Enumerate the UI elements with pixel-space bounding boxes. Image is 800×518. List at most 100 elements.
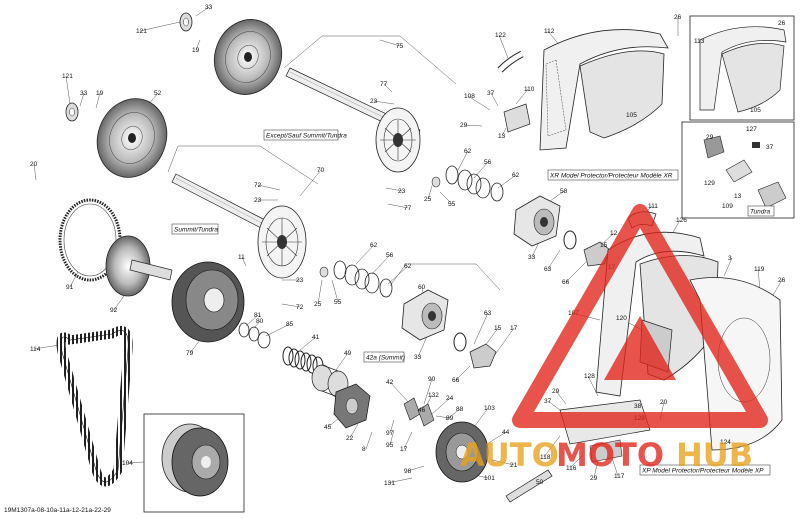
levers-42	[403, 397, 435, 427]
part-label-26: 26	[674, 14, 682, 21]
watermark-moto: MOTO	[556, 436, 664, 474]
captions: Except/Sauf Summit/Tundra Summit/Tundra …	[171, 129, 775, 476]
part-label-55: 55	[334, 299, 342, 306]
part-label-63: 63	[484, 310, 492, 317]
part-label-103: 103	[484, 405, 495, 412]
leader-line	[379, 39, 401, 47]
driven-sheave-upper	[213, 19, 283, 95]
leader-line	[387, 203, 409, 209]
part-label-20: 20	[660, 399, 668, 406]
leader-line	[335, 352, 349, 371]
part-label-15: 15	[600, 242, 608, 249]
part-label-37: 37	[487, 90, 495, 97]
leader-line	[241, 256, 247, 267]
part-label-121: 121	[136, 28, 147, 35]
leader-line	[385, 187, 403, 192]
leader-line	[501, 127, 507, 137]
leader-line	[467, 95, 491, 111]
leader-line	[483, 431, 507, 447]
part-label-17: 17	[400, 446, 408, 453]
leader-line	[403, 431, 413, 450]
part-label-3: 3	[728, 255, 732, 262]
leader-line	[195, 39, 201, 51]
leader-line	[389, 381, 411, 405]
part-label-62: 62	[464, 148, 472, 155]
leader-line	[299, 336, 317, 351]
part-label-79: 79	[186, 350, 194, 357]
leader-line	[587, 375, 599, 397]
driven-hub-lower	[257, 205, 307, 279]
leader-line	[473, 312, 489, 345]
leader-line	[383, 83, 393, 93]
cam-60	[401, 289, 449, 341]
part-label-119: 119	[754, 266, 765, 273]
part-label-97: 97	[386, 430, 394, 437]
part-label-50: 50	[536, 479, 544, 486]
part-label-33: 33	[80, 90, 88, 97]
leader-line	[671, 219, 681, 235]
part-label-38: 38	[634, 403, 642, 410]
leader-line	[265, 323, 291, 337]
part-label-105: 105	[626, 112, 637, 119]
moveable-sheave-101	[435, 421, 489, 483]
watermark-hub: HUB	[676, 436, 753, 474]
part-label-29: 29	[552, 388, 560, 395]
part-label-17: 17	[510, 325, 518, 332]
leader-line	[565, 261, 587, 283]
leader-line	[125, 461, 145, 464]
leader-line	[435, 415, 451, 419]
part-label-75: 75	[396, 43, 404, 50]
part-label-23: 23	[254, 197, 262, 204]
leader-line	[491, 459, 515, 466]
part-label-60: 60	[418, 284, 426, 291]
bearing-121	[65, 12, 193, 122]
part-label-25: 25	[314, 301, 322, 308]
part-label-113: 113	[694, 38, 705, 45]
part-label-13: 13	[498, 133, 506, 140]
part-label-12: 12	[610, 230, 618, 237]
rings-63	[453, 230, 577, 352]
part-label-121: 121	[62, 73, 73, 80]
leader-line	[515, 88, 529, 105]
leader-line	[611, 457, 619, 477]
drive-belt-114	[56, 326, 133, 487]
part-label-56: 56	[484, 159, 492, 166]
part-label-95: 95	[386, 442, 394, 449]
part-label-91: 91	[66, 284, 74, 291]
leader-line	[455, 365, 471, 381]
part-label-29: 29	[706, 134, 714, 141]
part-label-62: 62	[512, 172, 520, 179]
part-label-58: 58	[560, 188, 568, 195]
part-label-62: 62	[370, 242, 378, 249]
part-label-117: 117	[614, 473, 625, 480]
inset-113	[689, 15, 795, 121]
part-label-129: 129	[704, 180, 715, 187]
leader-line	[299, 169, 322, 197]
leader-line	[113, 295, 125, 311]
part-label-81: 81	[254, 312, 262, 319]
leader-line	[757, 268, 761, 291]
leader-line	[547, 249, 561, 270]
leader-line	[490, 92, 499, 107]
part-label-22: 22	[346, 435, 354, 442]
leader-line	[387, 477, 413, 484]
leader-line	[79, 92, 85, 107]
governor-45	[333, 383, 371, 429]
spring-washers	[333, 165, 504, 298]
part-label-126: 126	[676, 217, 687, 224]
leader-line	[355, 244, 375, 265]
leader-line	[543, 435, 561, 458]
part-label-90: 90	[428, 376, 436, 383]
watermark-auto: AUTO	[460, 436, 559, 474]
leader-line	[555, 390, 567, 405]
part-label-45: 45	[324, 424, 332, 431]
part-label-37: 37	[766, 144, 774, 151]
leader-line	[493, 327, 515, 357]
part-label-23: 23	[296, 277, 304, 284]
part-label-72: 72	[254, 182, 262, 189]
part-label-127: 127	[746, 126, 757, 133]
part-label-132: 132	[428, 392, 439, 399]
leader-line	[33, 163, 37, 181]
part-label-23: 23	[370, 98, 378, 105]
part-label-19: 19	[192, 47, 200, 54]
